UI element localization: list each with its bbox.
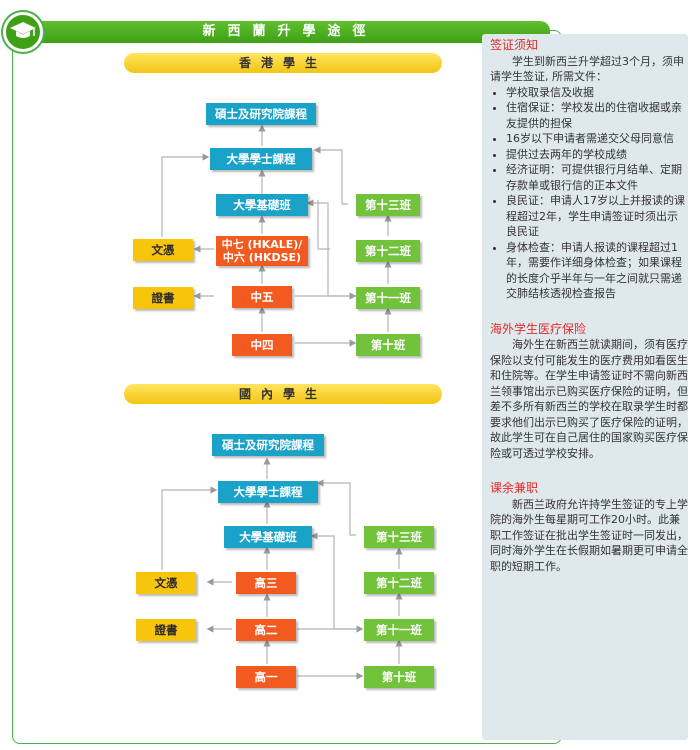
hk-diploma-box: 文憑 (133, 239, 193, 261)
cn-foundation-box: 大學基礎班 (224, 526, 312, 548)
hk-foundation-box: 大學基礎班 (216, 194, 308, 216)
hk-year13-box: 第十三班 (356, 194, 420, 216)
insurance-title: 海外学生医疗保险 (490, 321, 587, 336)
list-item: 身体检查：申请人报读的课程超过1年，需要作详细身体检查；如果课程的长度介乎半年与… (506, 240, 688, 302)
cn-masters-box: 碩士及研究院課程 (212, 434, 324, 456)
cn-year12-box: 第十二班 (364, 572, 434, 594)
cn-year13-box: 第十三班 (364, 526, 434, 548)
cn-grade11-box: 高二 (236, 619, 296, 641)
hk-form7-box: 中七 (HKALE)/ 中六 (HKDSE) (216, 236, 308, 266)
visa-title: 签证须知 (490, 38, 539, 52)
cn-grade12-box: 高三 (236, 572, 296, 594)
list-item: 住宿保证：学校发出的住宿收据或亲友提供的担保 (506, 100, 688, 131)
hk-form4-box: 中四 (232, 334, 292, 356)
graduation-cap-icon (3, 12, 43, 52)
visa-intro: 学生到新西兰升学超过3个月，须申请学生签证, 所需文件： (490, 54, 684, 84)
hk-form5-box: 中五 (232, 286, 292, 308)
hk-bachelor-box: 大學學士課程 (210, 148, 312, 170)
cn-certificate-box: 證書 (136, 619, 196, 641)
hk-year11-box: 第十一班 (356, 287, 420, 309)
cn-year11-box: 第十一班 (364, 619, 434, 641)
hk-masters-box: 碩士及研究院課程 (206, 103, 316, 125)
list-item: 16岁以下申请者需递交父母同意信 (506, 131, 688, 147)
list-item: 学校取录信及收据 (506, 85, 688, 101)
parttime-text: 新西兰政府允许持学生签证的专上学院的海外生每星期可工作20小时。此兼职工作签证在… (490, 497, 688, 573)
hk-year10-box: 第十班 (356, 334, 420, 356)
insurance-text: 海外生在新西兰就读期间，须有医疗保险以支付可能发生的医疗费用如看医生和住院等。在… (490, 338, 688, 460)
list-item: 良民证：申请人17岁以上并报读的课程超过2年，学生申请签证时须出示良民证 (506, 193, 688, 240)
cn-section-heading: 國內學生 (124, 384, 442, 404)
visa-requirements-list: 学校取录信及收据 住宿保证：学校发出的住宿收据或亲友提供的担保 16岁以下申请者… (490, 85, 688, 302)
hk-certificate-box: 證書 (133, 287, 193, 309)
cn-grade10-box: 高一 (236, 666, 296, 688)
list-item: 提供过去两年的学校成绩 (506, 147, 688, 163)
info-panel: 签证须知 学生到新西兰升学超过3个月，须申请学生签证, 所需文件： 学校取录信及… (482, 34, 688, 740)
hk-year12-box: 第十二班 (356, 240, 420, 262)
list-item: 经济证明：可提供银行月结单、定期存款单或银行信的正本文件 (506, 162, 688, 193)
page-title: 新西蘭升學途徑 (30, 21, 550, 43)
cn-year10-box: 第十班 (364, 666, 434, 688)
parttime-title: 课余兼职 (490, 481, 539, 495)
cn-diploma-box: 文憑 (136, 572, 196, 594)
hk-section-heading: 香港學生 (124, 53, 442, 73)
cn-bachelor-box: 大學學士課程 (218, 481, 318, 503)
